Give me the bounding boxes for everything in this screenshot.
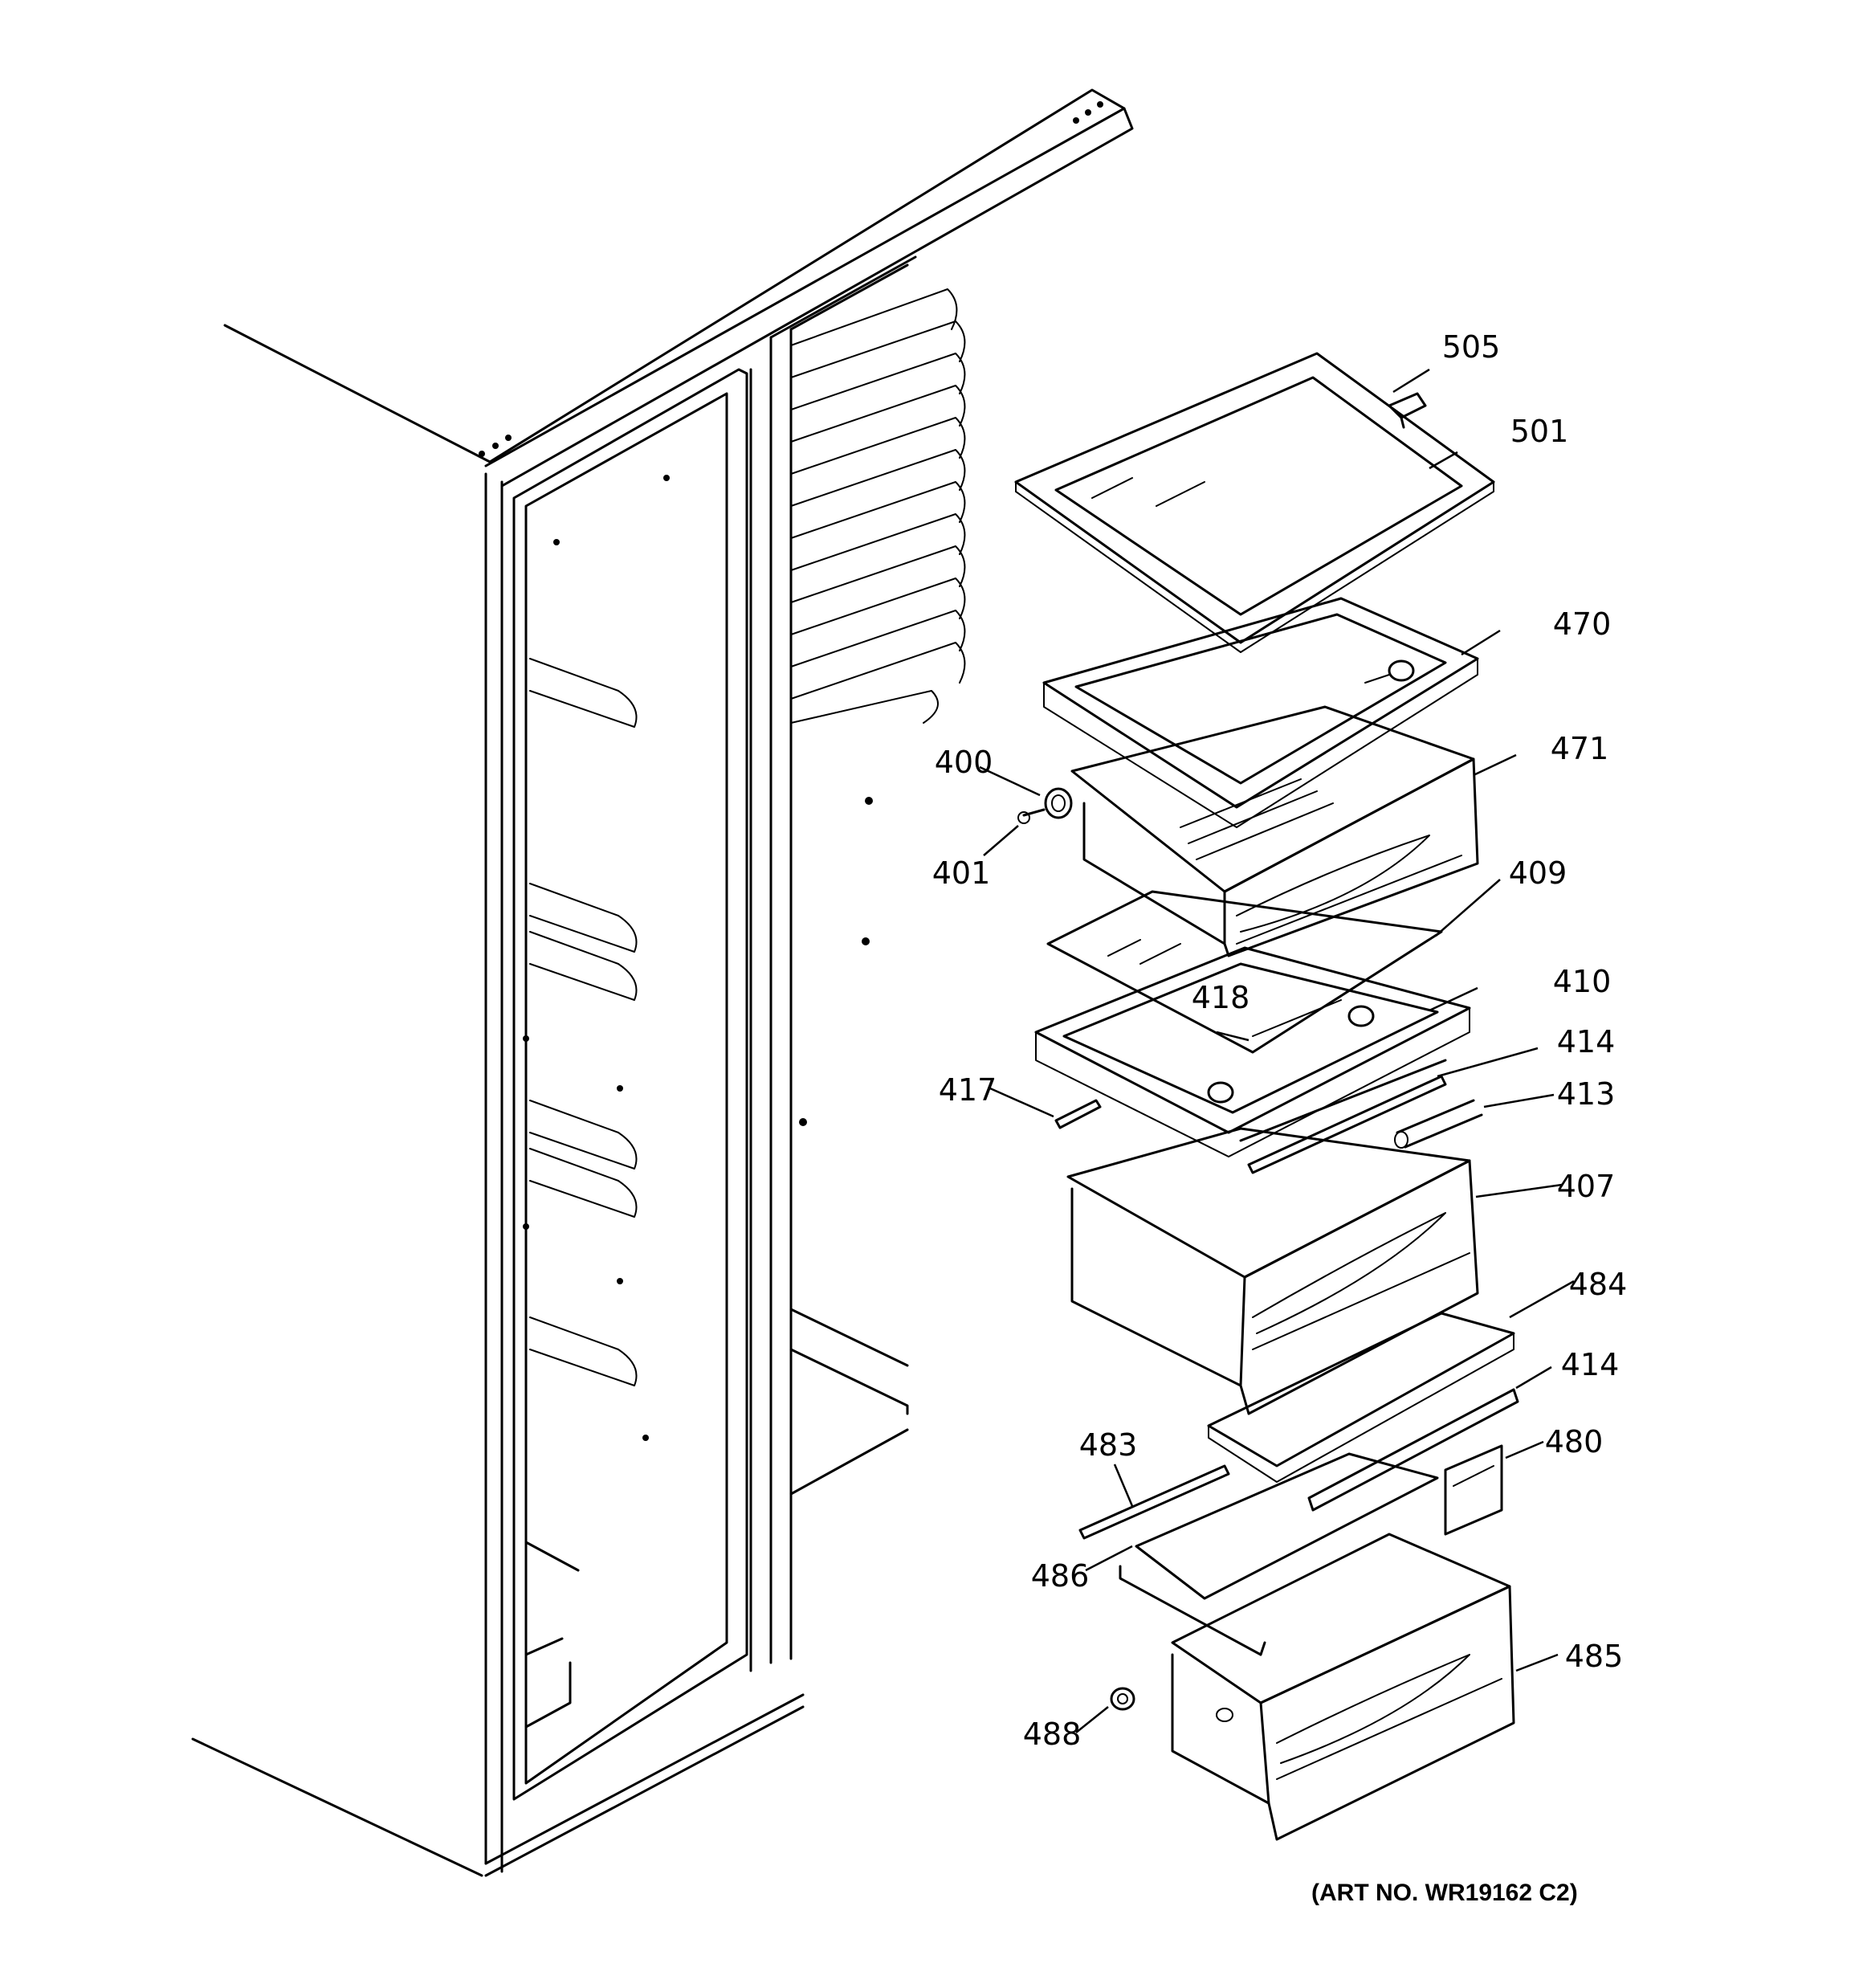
part-400-cam: [1044, 787, 1073, 819]
label-418: 418: [1192, 980, 1250, 1015]
label-401: 401: [932, 855, 991, 891]
leader-lines: [979, 368, 1575, 1733]
part-labels: 505 501 470 471 400 401 409 418 410 414 …: [932, 329, 1628, 1752]
part-417-rail: [1054, 1099, 1102, 1129]
cabinet-holes: [479, 101, 1103, 1441]
part-501-glass-shelf: [1014, 352, 1495, 653]
part-480-slide: [1444, 1444, 1503, 1536]
label-505: 505: [1442, 329, 1501, 365]
label-480: 480: [1545, 1424, 1604, 1459]
part-505-clip: [1388, 392, 1427, 429]
shelf-rails-fresh-food: [529, 658, 638, 1386]
label-410: 410: [1553, 964, 1612, 999]
part-410-frame: [1034, 946, 1471, 1157]
label-414-upper: 414: [1557, 1024, 1616, 1059]
label-485: 485: [1565, 1639, 1624, 1674]
label-483: 483: [1079, 1427, 1138, 1463]
part-409-glass: [1046, 890, 1443, 1054]
part-471-pan: [1070, 705, 1479, 957]
part-470-frame: [1042, 597, 1479, 828]
label-413: 413: [1557, 1076, 1616, 1112]
part-413-rod: [1394, 1099, 1483, 1149]
part-488-knob: [1110, 1687, 1135, 1711]
label-414-lower: 414: [1561, 1347, 1620, 1382]
part-401-screw: [1017, 808, 1046, 824]
shelf-rails-freezer: [790, 288, 966, 724]
label-488: 488: [1023, 1717, 1082, 1752]
label-486: 486: [1031, 1558, 1090, 1594]
label-417: 417: [939, 1072, 997, 1108]
label-484: 484: [1569, 1267, 1628, 1302]
refrigerator-cabinet: [191, 88, 1134, 1877]
part-486-bracket: [1119, 1452, 1439, 1656]
part-485-pan: [1171, 1533, 1515, 1841]
part-414-slider-lower: [1307, 1388, 1519, 1512]
art-number: (ART NO. WR19162 C2): [1311, 1880, 1578, 1906]
part-483-rail: [1078, 1464, 1230, 1540]
part-407-drawer: [1066, 1127, 1479, 1415]
part-484-cover: [1207, 1312, 1515, 1483]
label-409: 409: [1509, 855, 1567, 891]
label-400: 400: [935, 745, 993, 780]
label-471: 471: [1551, 731, 1609, 766]
part-414-slider-upper: [1239, 1059, 1447, 1174]
label-501: 501: [1510, 414, 1569, 449]
part-418-strip: [1252, 999, 1342, 1037]
label-470: 470: [1553, 606, 1612, 642]
label-407: 407: [1557, 1169, 1616, 1204]
